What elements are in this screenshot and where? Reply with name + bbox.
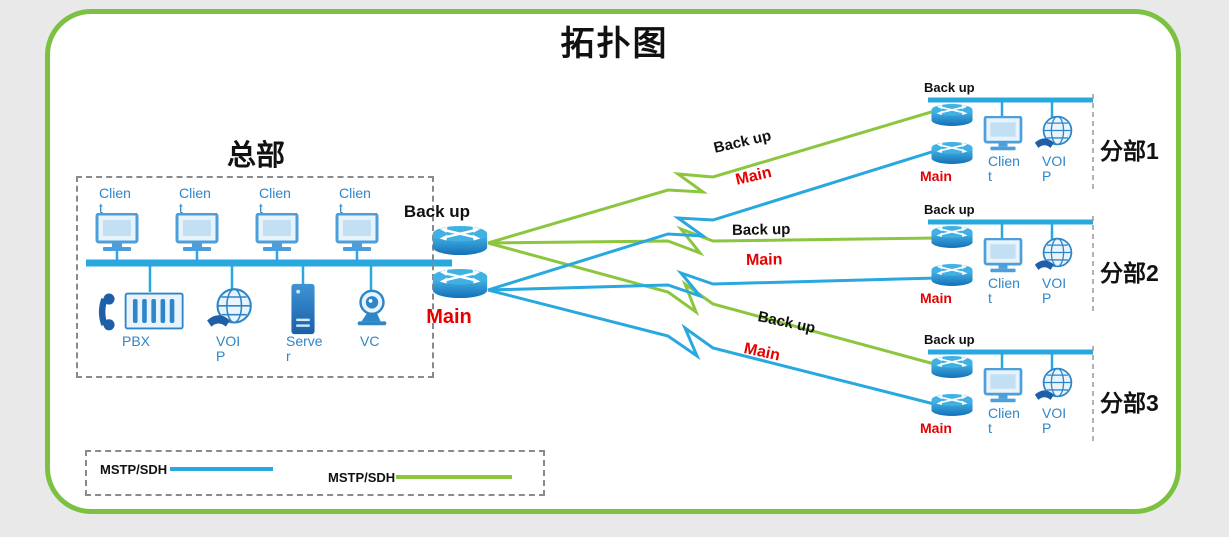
hq-main-router-icon	[430, 267, 490, 300]
client-computer-icon	[94, 213, 140, 253]
branch-client-label: Clien t	[988, 405, 1020, 436]
client-computer-icon	[334, 213, 380, 253]
hq-client-label: Clien t	[99, 185, 131, 216]
branch-voip-icon	[1032, 366, 1076, 406]
branch-voip-icon	[1032, 114, 1076, 154]
branch-client-icon	[982, 368, 1024, 404]
branch-client-icon	[982, 238, 1024, 274]
pbx-label: PBX	[122, 333, 151, 349]
branch-client-label: Clien t	[988, 153, 1020, 184]
branch-voip-label: VOI P	[1042, 405, 1067, 436]
voip-globe-icon	[204, 286, 256, 334]
branch-backup-label: Back up	[924, 80, 975, 95]
branch-main-label: Main	[920, 168, 952, 184]
hq-client-label: Clien t	[179, 185, 211, 216]
branch-main-label: Main	[920, 290, 952, 306]
branch-client-icon	[982, 116, 1024, 152]
branch-client-label: Clien t	[988, 275, 1020, 306]
branch-backup-label: Back up	[924, 332, 975, 347]
hq-voip-label: VOI P	[216, 333, 241, 364]
server-label: Serve r	[286, 333, 323, 364]
link-label-main-2: Main	[745, 251, 783, 269]
client-computer-icon	[254, 213, 300, 253]
branch-name: 分部1	[1100, 138, 1159, 164]
client-computer-icon	[174, 213, 220, 253]
branch-voip-label: VOI P	[1042, 153, 1067, 184]
hq-client-label: Clien t	[259, 185, 291, 216]
branch-main-router-icon	[930, 262, 974, 288]
video-conference-camera-icon	[350, 288, 394, 330]
branch-backup-router-icon	[930, 102, 974, 128]
branch-main-router-icon	[930, 392, 974, 418]
hq-backup-router-label: Back up	[403, 202, 471, 221]
vc-label: VC	[360, 333, 380, 349]
branch-name: 分部3	[1100, 390, 1159, 416]
branch-main-label: Main	[920, 420, 952, 436]
branch-2-group: Back up Main Clien t VOI P 分部2	[918, 202, 1198, 327]
branch-voip-label: VOI P	[1042, 275, 1067, 306]
branch-main-router-icon	[930, 140, 974, 166]
legend	[85, 450, 545, 496]
branch-backup-router-icon	[930, 354, 974, 380]
legend-label-mstp-green: MSTP/SDH	[328, 470, 396, 485]
branch-backup-label: Back up	[924, 202, 975, 217]
link-label-backup-2: Back up	[731, 220, 791, 239]
legend-label-mstp-blue: MSTP/SDH	[100, 462, 168, 477]
branch-voip-icon	[1032, 236, 1076, 276]
server-icon	[288, 282, 318, 336]
branch-1-group: Back up Main Clien t VOI P 分部1	[918, 80, 1198, 205]
branch-backup-router-icon	[930, 224, 974, 250]
branch-name: 分部2	[1100, 260, 1159, 286]
hq-main-router-label: Main	[426, 306, 472, 328]
branch-3-group: Back up Main Clien t VOI P 分部3	[918, 332, 1198, 457]
hq-client-label: Clien t	[339, 185, 371, 216]
hq-backup-router-icon	[430, 224, 490, 257]
pbx-icon	[96, 288, 192, 334]
hq-title: 总部	[226, 140, 285, 172]
diagram-title: 拓扑图	[560, 25, 669, 63]
